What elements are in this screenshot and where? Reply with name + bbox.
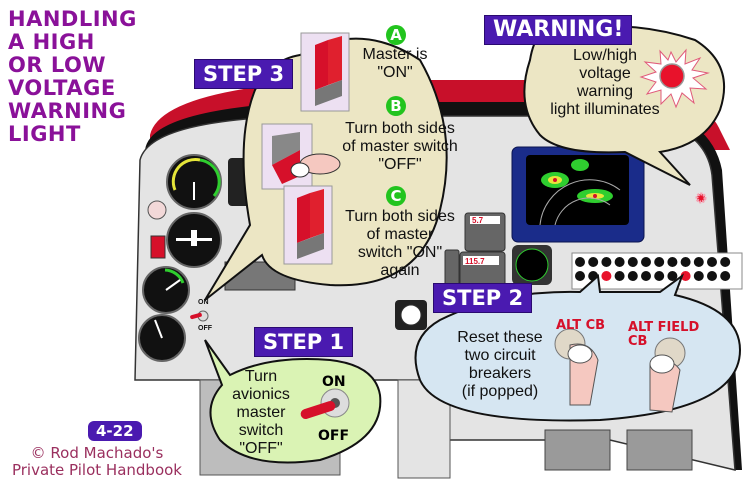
step3-text-a: Master is "ON" [362, 46, 428, 81]
alt-cb-label: ALT CB [556, 318, 606, 333]
master-switch-off-illustration [261, 123, 341, 190]
alt-field-cb-label: ALT FIELD CB [628, 320, 700, 349]
circuit-breaker-popped [680, 271, 691, 281]
step3-letter-b: B [386, 96, 406, 116]
circuit-breaker [627, 271, 638, 281]
circuit-breaker [575, 257, 585, 267]
step1-switch-on-label: ON [322, 374, 346, 390]
rudder-pedal-left [544, 429, 611, 471]
page-title: HANDLING A HIGH OR LOW VOLTAGE WARNING L… [8, 7, 137, 146]
step3-text-b: Turn both sides of master switch "OFF" [342, 120, 458, 173]
credit-text: © Rod Machado's Private Pilot Handbook [11, 444, 182, 479]
svg-text:115.7: 115.7 [465, 257, 485, 266]
circuit-breaker [680, 257, 691, 267]
warning-label: WARNING! [484, 15, 633, 45]
circuit-breaker [641, 271, 651, 281]
step3-letter-a: A [386, 25, 406, 45]
step3-letter-c: C [386, 186, 406, 206]
alt-cb-finger-illustration [554, 328, 599, 406]
circuit-breaker [641, 257, 651, 267]
step3-text-c: Turn both sides of master switch "ON" ag… [345, 208, 455, 279]
circuit-breaker [588, 257, 599, 267]
circuit-breaker [693, 257, 704, 267]
step3-label: STEP 3 [194, 59, 294, 89]
circuit-breaker [654, 271, 665, 281]
suction-gauge [147, 200, 167, 220]
step1-text: Turn avionics master switch "OFF" [232, 368, 290, 457]
master-switch-on-again-illustration [283, 185, 333, 265]
step2-text: Reset these two circuit breakers (if pop… [457, 329, 543, 400]
step1-label: STEP 1 [254, 327, 354, 357]
circuit-breaker [627, 257, 638, 267]
circuit-breaker [654, 257, 665, 267]
alt-field-cb-finger-illustration [649, 337, 686, 413]
circuit-breaker-popped [601, 271, 612, 281]
circuit-breaker [575, 271, 585, 281]
voltage-warning-light [695, 192, 707, 204]
rudder-pedal-right [626, 429, 693, 471]
circuit-breaker [614, 271, 625, 281]
circuit-breaker-grid [575, 257, 731, 281]
circuit-breaker [601, 257, 612, 267]
step1-switch-off-label: OFF [318, 428, 350, 444]
step2-label: STEP 2 [433, 283, 533, 313]
avionics-switch-illustration [300, 388, 350, 420]
circuit-breaker [693, 271, 704, 281]
step1-bubble-shape [204, 339, 382, 464]
warning-light-icon [659, 63, 685, 89]
master-switch-on-illustration [300, 32, 350, 112]
circuit-breaker [667, 271, 678, 281]
circuit-breaker [614, 257, 625, 267]
svg-text:5.7: 5.7 [472, 216, 484, 225]
panel-switch-off-label: OFF [198, 325, 213, 332]
pedestal-mid [397, 379, 451, 479]
circuit-breaker [707, 257, 717, 267]
red-annunciator [150, 235, 166, 259]
circuit-breaker [720, 271, 731, 281]
page-number-badge: 4-22 [88, 421, 142, 441]
circuit-breaker [720, 257, 731, 267]
warning-text: Low/high voltage warning light illuminat… [550, 47, 660, 118]
panel-switch-on-label: ON [198, 299, 209, 306]
circuit-breaker [667, 257, 678, 267]
circuit-breaker [707, 271, 717, 281]
